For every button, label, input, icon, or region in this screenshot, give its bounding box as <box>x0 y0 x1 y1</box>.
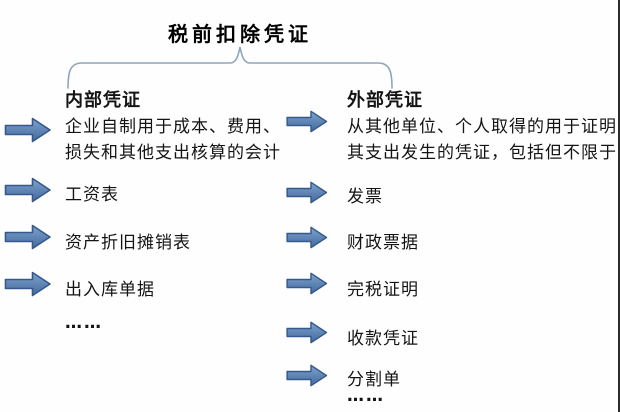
right-arrow-icon <box>4 224 52 250</box>
left-column-heading: 内部凭证 <box>65 90 141 111</box>
right-column-desc-line: 从其他单位、个人取得的用于证明 <box>347 117 617 137</box>
list-item: 发票 <box>347 187 383 207</box>
list-item: 出入库单据 <box>65 280 155 300</box>
left-column-desc-line: 损失和其他支出核算的会计 <box>65 143 281 163</box>
list-item: 财政票据 <box>347 233 419 253</box>
right-arrow-icon <box>286 110 328 133</box>
right-arrow-icon <box>4 117 52 143</box>
right-arrow-icon <box>286 364 328 387</box>
right-arrow-icon <box>286 181 328 204</box>
list-item: 完税证明 <box>347 280 419 300</box>
list-item: 工资表 <box>65 185 119 205</box>
right-column-heading: 外部凭证 <box>347 90 423 111</box>
right-arrow-icon <box>286 226 328 249</box>
ellipsis-item: …… <box>65 313 103 333</box>
ellipsis-item: …… <box>347 386 385 406</box>
brace-connector <box>67 46 393 89</box>
list-item: 资产折旧摊销表 <box>65 233 191 253</box>
diagram-title: 税前扣除凭证 <box>168 22 312 46</box>
right-arrow-icon <box>286 272 328 295</box>
right-arrow-icon <box>286 321 328 344</box>
right-arrow-icon <box>4 177 52 203</box>
list-item: 收款凭证 <box>347 329 419 349</box>
right-column-desc-line: 其支出发生的凭证，包括但不限于 <box>347 143 617 163</box>
list-item: 分割单 <box>347 370 401 390</box>
right-arrow-icon <box>4 271 52 297</box>
left-column-desc-line: 企业自制用于成本、费用、 <box>65 117 281 137</box>
